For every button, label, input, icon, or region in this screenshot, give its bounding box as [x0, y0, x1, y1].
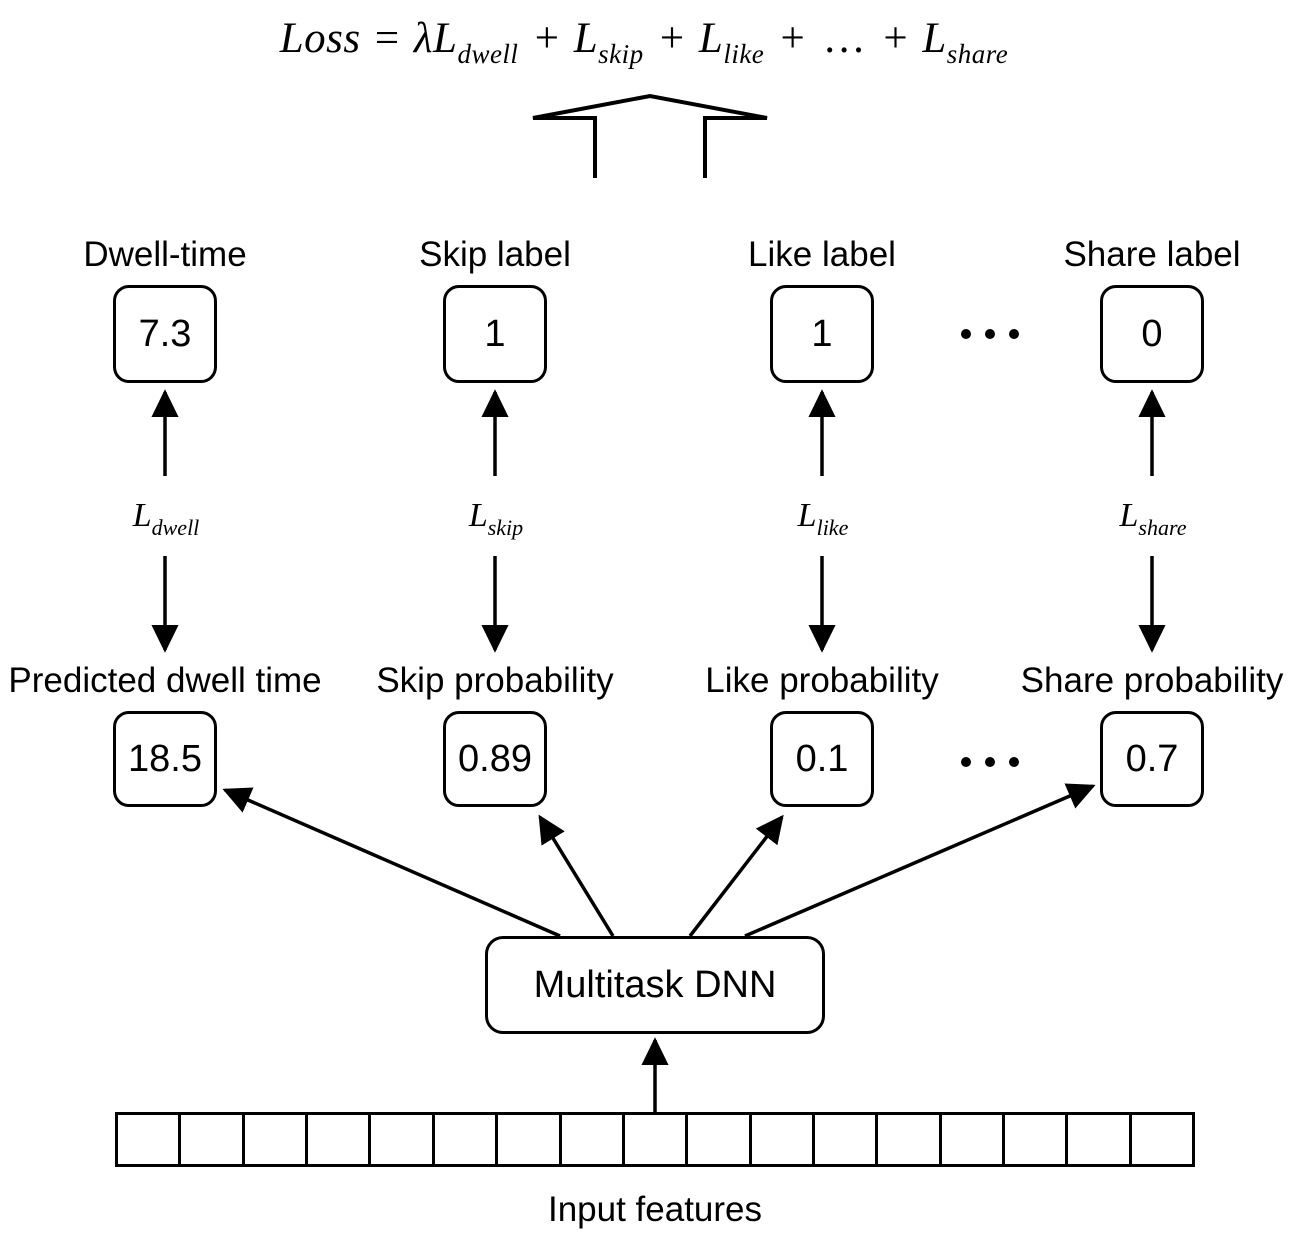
column-title-skip-prediction: Skip probability [376, 661, 614, 700]
input-features-caption: Input features [547, 1190, 763, 1229]
loss-symbol-share: Lshare [1120, 497, 1187, 541]
loss-equals: = [374, 15, 400, 62]
input-feature-cell[interactable] [498, 1115, 562, 1164]
input-feature-cell[interactable] [624, 1115, 689, 1164]
label-box-like[interactable]: 1 [770, 285, 874, 383]
input-feature-cell[interactable] [561, 1115, 625, 1164]
ellipsis-dot [1009, 757, 1019, 767]
column-title-share-prediction: Share probability [1020, 661, 1284, 700]
input-feature-cell[interactable] [1131, 1115, 1193, 1164]
ellipsis-dot [1009, 329, 1019, 339]
ellipsis-prediction-row [961, 757, 1019, 767]
loss-symbol-share-subscript: share [1138, 514, 1187, 540]
loss-term-skip-base: L [573, 15, 599, 62]
input-feature-cell[interactable] [308, 1115, 372, 1164]
column-title-share-label: Share label [1063, 235, 1241, 274]
loss-equation: Loss = λLdwell + Lskip + Llike + … + Lsh… [0, 14, 1290, 70]
block-arrow-up-to-loss [532, 93, 768, 178]
loss-term-dwell-base: L [433, 15, 458, 62]
loss-term-share-subscript: share [946, 39, 1009, 70]
loss-term-like-base: L [698, 15, 724, 62]
loss-symbol-dwell-base: L [132, 497, 152, 534]
input-feature-cell[interactable] [878, 1115, 942, 1164]
label-value-like: 1 [811, 312, 833, 355]
ellipsis-dot [985, 757, 995, 767]
loss-plus-1: + [534, 15, 560, 62]
column-title-dwell-label: Dwell-time [83, 235, 247, 274]
label-value-dwell: 7.3 [138, 312, 192, 355]
arrow-dnn-to-skip [538, 814, 615, 937]
input-feature-cell[interactable] [941, 1115, 1006, 1164]
column-title-dwell-prediction: Predicted dwell time [8, 661, 322, 700]
loss-term-skip-subscript: skip [598, 39, 644, 70]
ellipsis-dot [961, 757, 971, 767]
multitask-dnn-block[interactable]: Multitask DNN [485, 936, 825, 1034]
loss-symbol-like: Llike [798, 497, 849, 541]
input-feature-cell[interactable] [244, 1115, 309, 1164]
ellipsis-label-row [961, 329, 1019, 339]
loss-symbol-dwell: Ldwell [133, 497, 200, 541]
loss-symbol-skip: Lskip [469, 497, 523, 541]
loss-term-like-subscript: like [723, 39, 765, 70]
input-feature-cell[interactable] [1005, 1115, 1069, 1164]
prediction-value-skip: 0.89 [458, 737, 532, 780]
input-feature-cell[interactable] [434, 1115, 499, 1164]
column-title-like-prediction: Like probability [705, 661, 939, 700]
loss-lhs: Loss [279, 15, 361, 62]
label-box-dwell[interactable]: 7.3 [113, 285, 217, 383]
prediction-value-dwell: 18.5 [128, 737, 202, 780]
input-feature-cell[interactable] [751, 1115, 815, 1164]
label-box-share[interactable]: 0 [1100, 285, 1204, 383]
prediction-box-share[interactable]: 0.7 [1100, 711, 1204, 807]
loss-symbol-skip-base: L [468, 497, 488, 534]
loss-term-skip: Lskip [573, 15, 657, 69]
loss-term-like: Llike [698, 15, 778, 69]
loss-term-share: Lshare [922, 15, 1010, 69]
loss-term-dwell-subscript: dwell [457, 39, 519, 70]
prediction-box-skip[interactable]: 0.89 [443, 711, 547, 807]
prediction-value-share: 0.7 [1125, 737, 1179, 780]
loss-symbol-like-subscript: like [816, 514, 849, 540]
loss-symbol-skip-subscript: skip [487, 514, 524, 540]
loss-term-dwell-lambda: λ [413, 15, 434, 62]
multitask-dnn-label: Multitask DNN [533, 963, 777, 1006]
ellipsis-dot [961, 329, 971, 339]
prediction-value-like: 0.1 [795, 737, 849, 780]
label-value-skip: 1 [484, 312, 506, 355]
arrow-dnn-to-like [688, 814, 784, 938]
loss-symbol-like-base: L [797, 497, 817, 534]
label-box-skip[interactable]: 1 [443, 285, 547, 383]
loss-symbol-dwell-subscript: dwell [151, 514, 200, 540]
loss-ellipsis: … [822, 15, 867, 62]
input-feature-strip[interactable] [115, 1112, 1195, 1167]
input-feature-cell[interactable] [371, 1115, 435, 1164]
column-title-skip-label: Skip label [419, 235, 571, 274]
label-value-share: 0 [1141, 312, 1163, 355]
column-title-like-label: Like label [748, 235, 896, 274]
prediction-box-dwell[interactable]: 18.5 [113, 711, 217, 807]
input-feature-cell[interactable] [688, 1115, 752, 1164]
loss-plus-2: + [659, 15, 685, 62]
input-feature-cell[interactable] [181, 1115, 245, 1164]
loss-plus-3: + [780, 15, 806, 62]
arrow-dnn-to-share [744, 783, 1096, 938]
prediction-box-like[interactable]: 0.1 [770, 711, 874, 807]
loss-symbol-share-base: L [1119, 497, 1139, 534]
loss-plus-4: + [883, 15, 909, 62]
input-feature-cell[interactable] [1068, 1115, 1132, 1164]
arrow-dnn-to-dwell [222, 787, 561, 938]
ellipsis-dot [985, 329, 995, 339]
loss-term-share-base: L [922, 15, 947, 62]
input-feature-cell[interactable] [814, 1115, 879, 1164]
input-feature-cell[interactable] [118, 1115, 182, 1164]
loss-term-dwell: λLdwell [413, 15, 532, 69]
